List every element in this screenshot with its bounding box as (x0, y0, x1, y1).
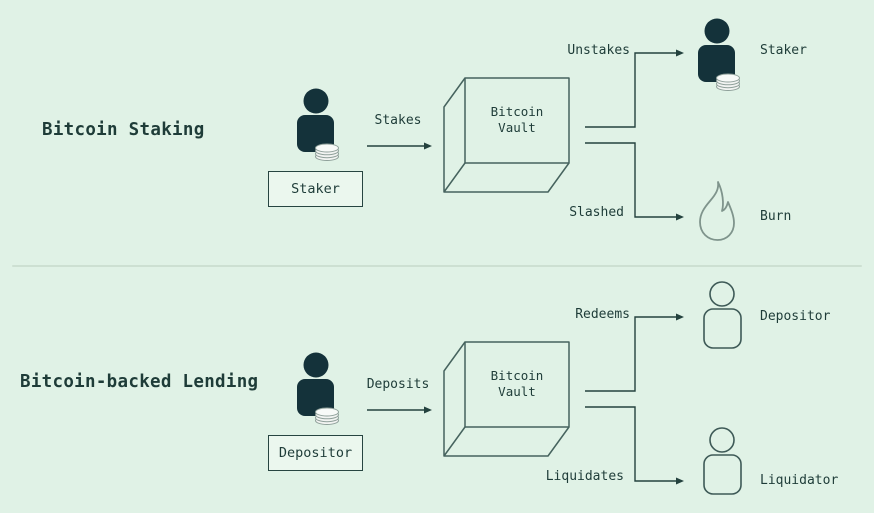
coin-stack-icon (315, 143, 339, 161)
outcome-bottom-label: Liquidates (545, 469, 624, 484)
person-outline-icon (703, 427, 742, 495)
action-label: Stakes (374, 113, 422, 128)
person-head (704, 18, 730, 44)
vault-depth-edges (443, 341, 570, 457)
outcome-bottom-target-label: Liquidator (760, 473, 839, 488)
outcome-bottom-target-label: Burn (760, 209, 792, 224)
person-body (698, 45, 735, 82)
coin-stack-icon (315, 407, 339, 425)
section-title: Bitcoin-backed Lending (20, 372, 259, 392)
arrowhead (676, 213, 684, 221)
actor-label: Staker (291, 181, 340, 197)
vault-depth-edges (443, 77, 570, 193)
section-bitcoin-backed-lending: Bitcoin-backed Lending Depositor Deposit… (0, 264, 874, 513)
fork-top-line (585, 316, 676, 392)
fork-top-line (585, 52, 676, 128)
vault-label: Bitcoin Vault (490, 104, 544, 135)
actor-label-box: Staker (268, 171, 363, 207)
vault-front-face (464, 77, 570, 164)
person-head (709, 281, 735, 307)
actor-label-box: Depositor (268, 435, 363, 471)
action-label: Deposits (366, 377, 430, 392)
person-with-coins-icon (297, 88, 339, 161)
section-bitcoin-staking: Bitcoin Staking Staker Stakes Bitcoin Va… (0, 0, 874, 250)
vault-cube-icon (443, 341, 570, 457)
arrowhead (424, 142, 432, 150)
section-title: Bitcoin Staking (42, 120, 205, 140)
person-with-coins-icon (297, 352, 339, 425)
outcome-bottom-label: Slashed (569, 205, 624, 220)
person-body (297, 379, 334, 416)
person-body (297, 115, 334, 152)
section-divider (12, 265, 862, 267)
person-head (303, 352, 329, 378)
outcome-top-label: Redeems (575, 307, 630, 322)
outcome-top-target-label: Depositor (760, 309, 831, 324)
person-head (709, 427, 735, 453)
coin-stack-icon (716, 73, 740, 91)
actor-label: Depositor (278, 445, 353, 461)
vault-front-face (464, 341, 570, 428)
person-body (703, 454, 742, 495)
arrowhead (676, 313, 684, 321)
outcome-top-target-label: Staker (760, 43, 807, 58)
vault-label: Bitcoin Vault (490, 368, 544, 399)
person-head (303, 88, 329, 114)
arrowhead (676, 477, 684, 485)
arrowhead (424, 406, 432, 414)
vault-cube-icon (443, 77, 570, 193)
outcome-top-label: Unstakes (567, 43, 630, 58)
person-outline-icon (703, 281, 742, 349)
person-body (703, 308, 742, 349)
flame-icon (699, 181, 735, 241)
arrowhead (676, 49, 684, 57)
person-with-coins-icon (698, 18, 740, 91)
